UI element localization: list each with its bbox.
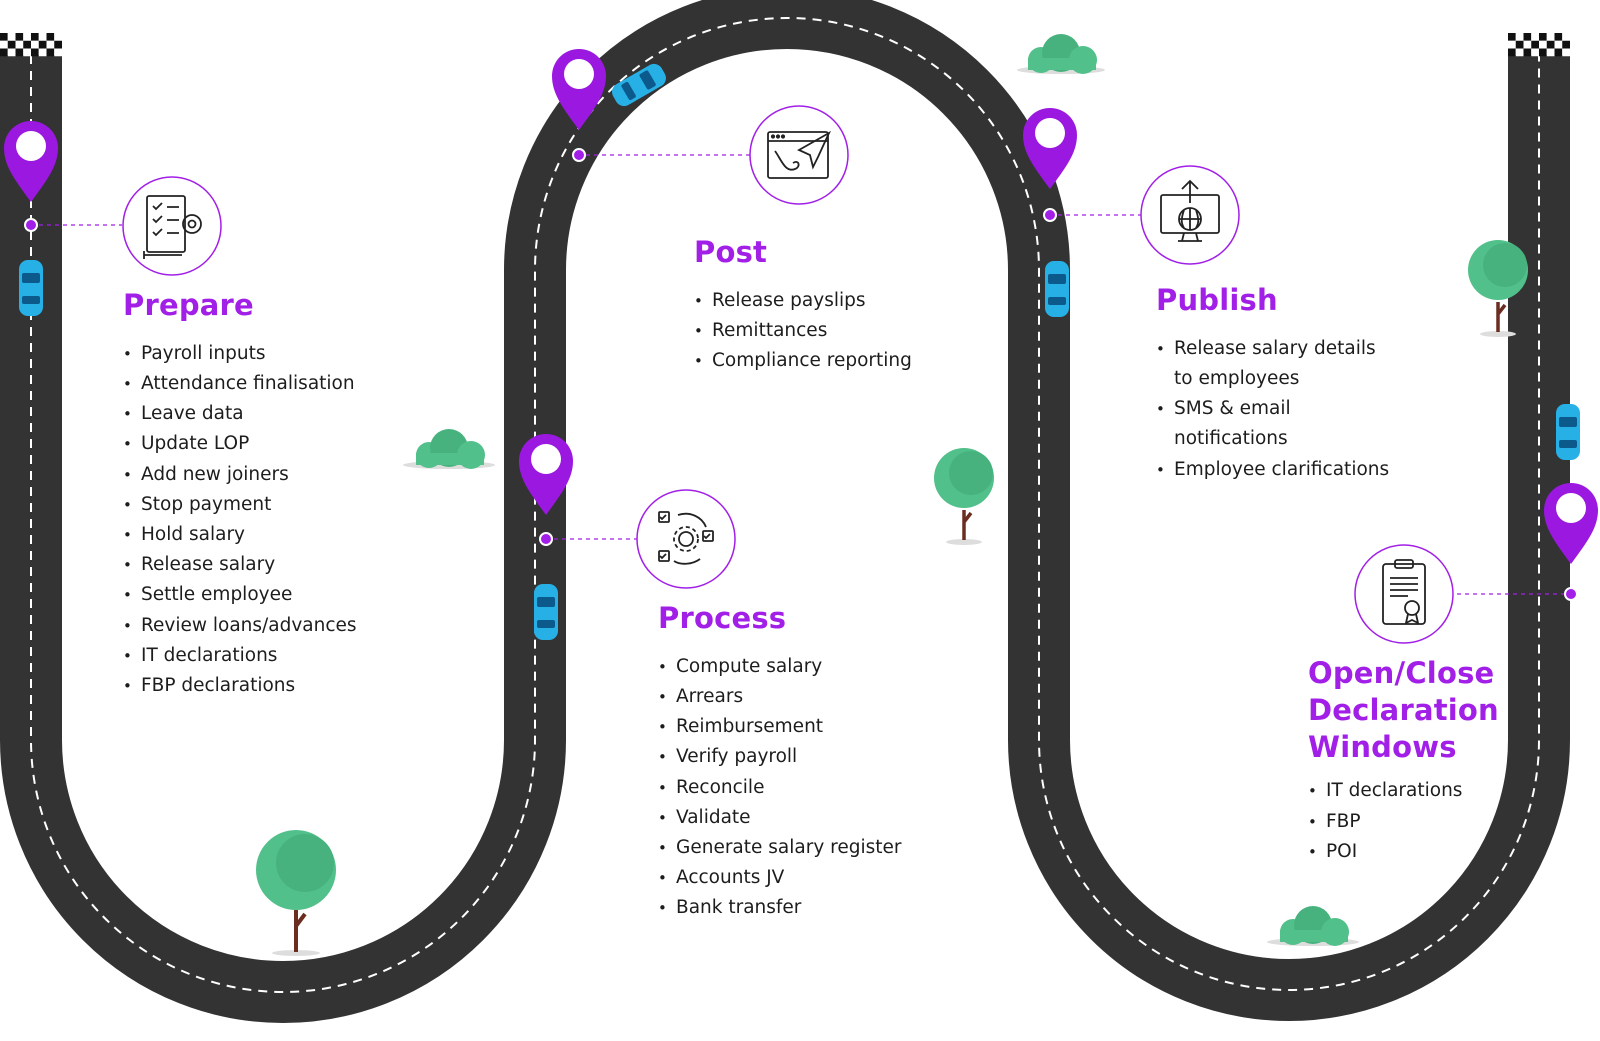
list-item-continuation: to employees [1174,367,1300,389]
tree-icon [256,830,336,956]
stage-item-list: Release payslips Remittances Compliance … [694,286,974,377]
tree-icon [1468,240,1528,337]
paper-plane-browser-icon [767,130,831,179]
prepare-road-dot [24,218,38,232]
list-item: IT declarations [1308,776,1548,806]
list-item: Remittances [694,316,974,346]
stage-title: Open/Close Declaration Windows [1308,655,1548,766]
list-item: Compliance reporting [694,346,974,376]
stage-title-line: Declaration [1308,693,1499,728]
publish-stage: Publish Release salary details to employ… [1156,282,1456,485]
list-item-continuation: notifications [1174,428,1288,450]
list-item: Reimbursement [658,712,948,742]
checkered-flag-end-icon [1508,33,1570,57]
road-lane-marking [30,17,1540,993]
list-item: Update LOP [123,429,423,459]
post-icon-badge [749,105,849,205]
prepare-location-pin-icon [4,121,58,202]
process-stage: Process Compute salary Arrears Reimburse… [658,600,948,924]
car-icon [1556,404,1580,460]
list-item: Add new joiners [123,460,423,490]
declarations-stage: Open/Close Declaration Windows IT declar… [1308,655,1548,867]
list-item: FBP [1308,807,1548,837]
certificate-clipboard-icon [1382,559,1426,625]
list-item: Payroll inputs [123,339,423,369]
car-icon [534,584,558,640]
checklist-gear-icon [143,195,202,259]
list-item: Reconcile [658,773,948,803]
stage-title: Process [658,601,787,635]
prepare-stage: Prepare Payroll inputs Attendance finali… [123,287,423,701]
publish-road-dot [1043,208,1057,222]
list-item: IT declarations [123,641,423,671]
process-location-pin-icon [519,434,573,515]
list-item: Verify payroll [658,742,948,772]
stage-item-list: Payroll inputs Attendance finalisation L… [123,339,423,702]
stage-title: Prepare [123,288,254,322]
list-item: Validate [658,803,948,833]
list-item: Arrears [658,682,948,712]
stage-title: Publish [1156,283,1278,317]
list-item: Employee clarifications [1156,455,1456,485]
list-item: Leave data [123,399,423,429]
declarations-icon-badge [1354,544,1454,644]
car-icon [1045,261,1069,317]
list-item: Review loans/advances [123,611,423,641]
bush-icon [1267,906,1359,946]
stage-title-line: Open/Close [1308,656,1495,690]
list-item: Generate salary register [658,833,948,863]
prepare-icon-badge [122,176,222,276]
stage-item-list: IT declarations FBP POI [1308,776,1548,867]
list-item: Release payslips [694,286,974,316]
list-item: Compute salary [658,652,948,682]
list-item: FBP declarations [123,671,423,701]
publish-location-pin-icon [1023,108,1077,189]
process-road-dot [539,532,553,546]
list-item: Settle employee [123,580,423,610]
checkered-flag-start-icon [0,33,62,57]
stage-title-line: Windows [1308,730,1457,765]
stage-title: Post [694,235,768,269]
post-location-pin-icon [552,49,606,130]
tree-icon [934,448,994,545]
post-road-dot [572,148,586,162]
list-item: POI [1308,837,1548,867]
stage-item-list: Release salary details to employees SMS … [1156,334,1456,485]
process-cycle-icon [658,511,714,565]
list-item: Release salary [123,550,423,580]
list-item: Bank transfer [658,893,948,923]
list-item: Release salary details [1156,334,1456,364]
car-icon [612,63,666,107]
post-stage: Post Release payslips Remittances Compli… [694,234,974,377]
list-item: Attendance finalisation [123,369,423,399]
process-icon-badge [636,489,736,589]
list-item: Accounts JV [658,863,948,893]
list-item: SMS & email [1156,394,1456,424]
car-icon [19,260,43,316]
stage-item-list: Compute salary Arrears Reimbursement Ver… [658,652,948,924]
declarations-location-pin-icon [1544,483,1598,564]
list-item: Stop payment [123,490,423,520]
monitor-globe-upload-icon [1160,179,1220,242]
declarations-road-dot [1564,587,1578,601]
bush-icon [1017,34,1105,74]
list-item: Hold salary [123,520,423,550]
